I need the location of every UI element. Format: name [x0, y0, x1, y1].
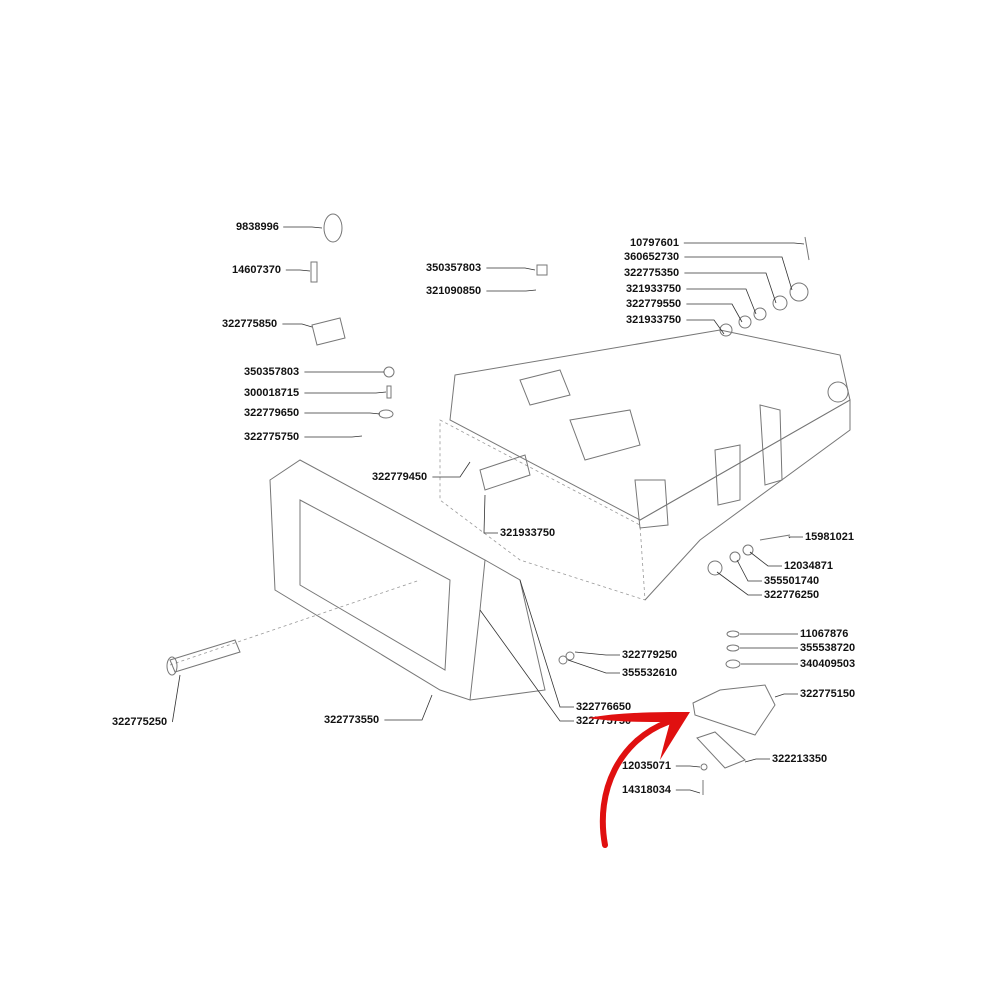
part-labels: 9838996 14607370 322775850 350357803 3000187…: [112, 221, 855, 796]
part-label-340409503: 340409503: [800, 658, 855, 670]
side-plate-drawing: [169, 459, 546, 701]
leader-line: [684, 272, 777, 304]
part-label-10797601: 10797601: [630, 237, 679, 249]
leader-line: [483, 494, 498, 534]
part-label-14607370: 14607370: [232, 264, 281, 276]
part-label-300018715: 300018715: [244, 387, 299, 399]
part-label-322779450: 322779450: [372, 471, 427, 483]
part-label-322779250: 322779250: [622, 649, 677, 661]
leader-line: [486, 289, 537, 292]
main-frame-drawing: [439, 329, 851, 601]
part-label-350357803: 350357803: [426, 262, 481, 274]
leader-line: [304, 412, 381, 415]
part-label-360652730: 360652730: [624, 251, 679, 263]
part-label-355532610: 355532610: [622, 667, 677, 679]
leader-line: [285, 269, 311, 272]
leader-line: [675, 789, 701, 794]
part-label-12035071: 12035071: [622, 760, 671, 772]
part-label-14318034: 14318034: [622, 784, 672, 796]
part-label-9838996: 9838996: [236, 221, 279, 233]
leader-line: [486, 267, 536, 271]
part-label-322773550: 322773550: [324, 714, 379, 726]
part-label-321933750: 321933750: [500, 527, 555, 539]
part-label-350357803: 350357803: [244, 366, 299, 378]
part-label-15981021: 15981021: [805, 531, 854, 543]
part-label-11067876: 11067876: [800, 628, 848, 640]
part-label-321090850: 321090850: [426, 285, 481, 297]
leader-line: [684, 256, 793, 291]
part-label-321933750: 321933750: [626, 283, 681, 295]
leader-line: [686, 288, 757, 315]
part-label-322775750: 322775750: [244, 431, 299, 443]
leader-line: [736, 559, 762, 582]
part-label-322776250: 322776250: [764, 589, 819, 601]
leader-lines: [172, 226, 805, 794]
part-label-322779550: 322779550: [626, 298, 681, 310]
leader-line: [304, 391, 387, 394]
leader-line: [282, 323, 313, 328]
bolt-322775250-drawing: [166, 639, 241, 676]
part-label-322213350: 322213350: [772, 753, 827, 765]
leader-line: [574, 651, 620, 656]
part-label-322775150: 322775150: [800, 688, 855, 700]
leader-line: [519, 579, 574, 708]
leader-line: [774, 693, 798, 698]
part-label-355538720: 355538720: [800, 642, 855, 654]
leader-line: [749, 551, 782, 567]
leader-line: [686, 303, 743, 323]
small-parts-drawing: [310, 213, 810, 795]
part-label-12034871: 12034871: [784, 560, 833, 572]
leader-line: [304, 435, 363, 438]
part-label-322775350: 322775350: [624, 267, 679, 279]
part-label-322775850: 322775850: [222, 318, 277, 330]
leader-line: [683, 242, 805, 245]
leader-line: [479, 609, 574, 722]
leader-line: [716, 571, 762, 596]
highlight-arrow: [588, 712, 690, 848]
leader-line: [686, 319, 725, 335]
leader-line: [675, 765, 701, 768]
leader-line: [283, 226, 323, 229]
leader-line: [744, 758, 770, 763]
leader-line: [567, 659, 620, 674]
leader-line: [172, 674, 181, 723]
part-label-321933750: 321933750: [626, 314, 681, 326]
leader-line: [384, 694, 433, 721]
part-label-322776650: 322776650: [576, 701, 631, 713]
leader-line: [432, 461, 471, 478]
part-label-355501740: 355501740: [764, 575, 819, 587]
part-label-322779650: 322779650: [244, 407, 299, 419]
leader-line: [788, 536, 803, 539]
part-label-322775250: 322775250: [112, 716, 167, 728]
